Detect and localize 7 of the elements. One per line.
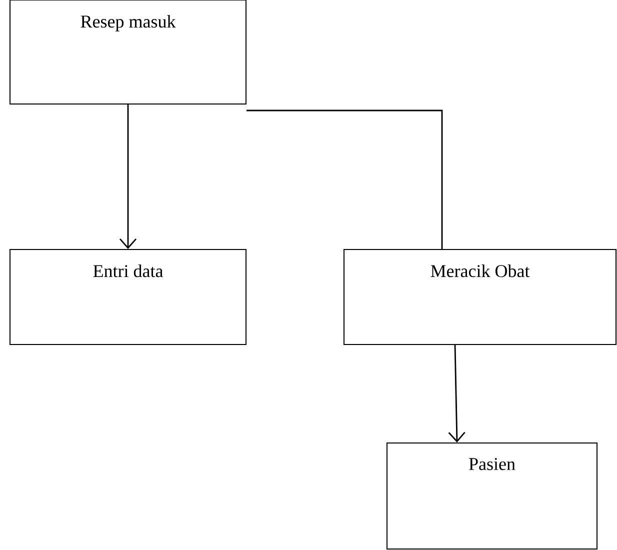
arrow — [119, 104, 137, 249]
process-box: Meracik Obat — [344, 249, 616, 345]
connector-line — [246, 110, 443, 249]
arrow — [448, 345, 466, 442]
process-box: Resep masuk — [10, 0, 246, 104]
process-box: Pasien — [386, 442, 598, 550]
process-box: Entri data — [10, 249, 246, 345]
